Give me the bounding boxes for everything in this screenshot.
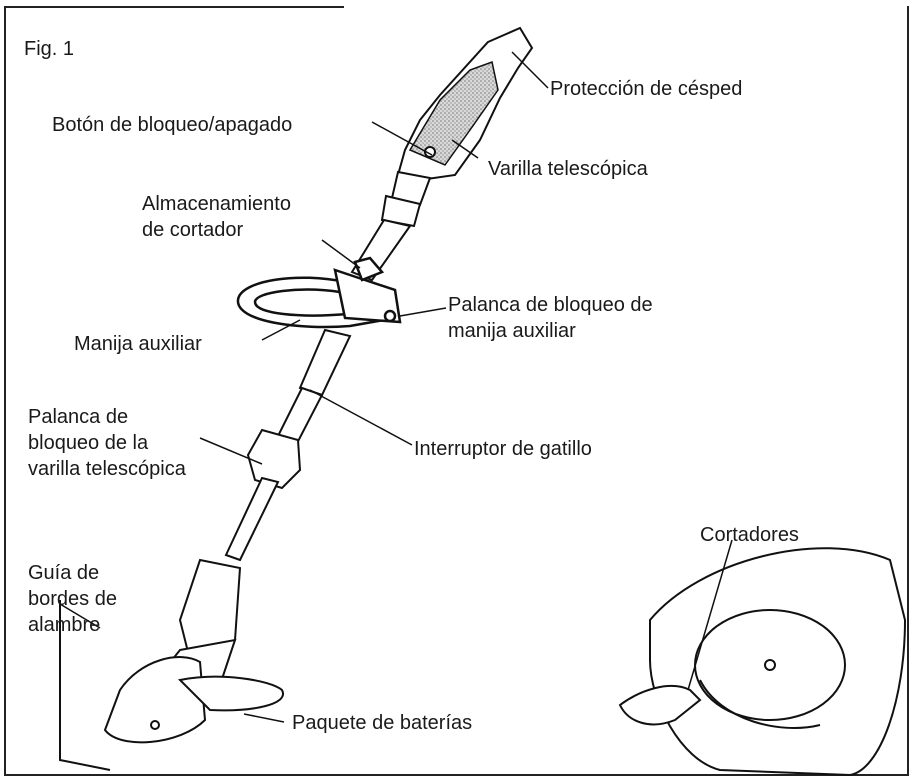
handle-assembly	[382, 28, 532, 226]
label-lock-off-button: Botón de bloqueo/apagado	[52, 112, 292, 138]
label-trigger-switch: Interruptor de gatillo	[414, 436, 592, 462]
label-grass-guard: Protección de césped	[550, 76, 742, 102]
leader-lines	[60, 52, 732, 722]
lower-shaft	[226, 330, 350, 560]
figure-title: Fig. 1	[24, 36, 74, 62]
auxiliary-handle	[238, 258, 400, 327]
label-aux-handle-lock-lever: Palanca de bloqueo de manija auxiliar	[448, 292, 653, 344]
label-battery-pack: Paquete de baterías	[292, 710, 472, 736]
label-rod-lock-lever: Palanca de bloqueo de la varilla telescó…	[28, 404, 186, 482]
label-cutters: Cortadores	[700, 522, 799, 548]
label-telescoping-rod: Varilla telescópica	[488, 156, 648, 182]
cutter-detail-inset	[620, 548, 905, 775]
label-aux-handle: Manija auxiliar	[74, 331, 202, 357]
label-cutter-storage: Almacenamiento de cortador	[142, 191, 291, 243]
label-wire-edge-guide: Guía de bordes de alambre	[28, 560, 117, 638]
